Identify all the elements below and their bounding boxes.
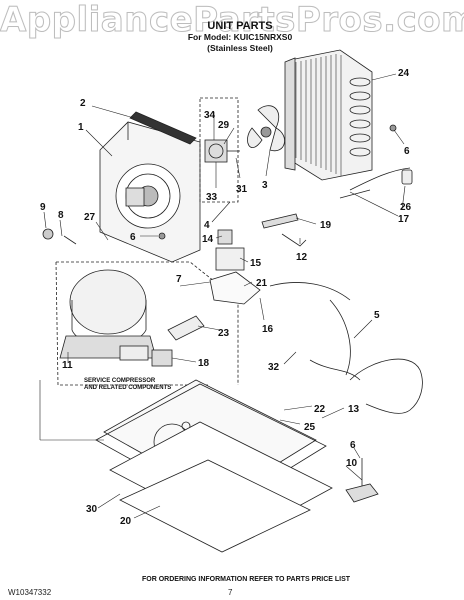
callout: 18 [198, 358, 210, 369]
callout: 3 [262, 180, 268, 191]
callout: 19 [320, 220, 332, 231]
insulation-pad [119, 459, 311, 553]
gasket-strip [129, 111, 197, 145]
connectors [261, 213, 307, 247]
callout: 1 [78, 122, 84, 133]
callout: 29 [218, 120, 230, 131]
fan-shroud [99, 121, 201, 263]
callout: 25 [304, 422, 316, 433]
callout: 27 [84, 212, 96, 223]
leader-lines [39, 73, 406, 519]
callout: 6 [130, 232, 136, 243]
watermark: AppliancePartsPros.com [0, 0, 464, 41]
compressor-service-box [55, 261, 239, 386]
ordering-info: FOR ORDERING INFORMATION REFER TO PARTS … [142, 576, 351, 583]
variant-line: (Stainless Steel) [207, 43, 273, 53]
callout: 17 [398, 214, 410, 225]
main-wire-harness [269, 282, 361, 381]
compressor [59, 269, 157, 361]
callout: 8 [58, 210, 64, 221]
model-line: For Model: KUIC15NRXS0 [187, 32, 293, 42]
note-line-2: AND RELATED COMPONENTS [84, 385, 171, 391]
callout: 16 [262, 324, 274, 335]
condenser-coil [284, 49, 373, 181]
callout: 32 [268, 362, 280, 373]
tubing-bracket [209, 271, 261, 305]
callout: 2 [80, 98, 86, 109]
leveling-leg [345, 458, 379, 503]
callout: 30 [86, 504, 98, 515]
callout: 6 [404, 146, 410, 157]
callout: 15 [250, 258, 262, 269]
callout-labels: 24 2 1 34 29 31 33 3 6 9 8 27 6 4 14 15 … [40, 68, 412, 527]
start-relay [151, 349, 173, 367]
callout: 24 [398, 68, 410, 79]
callout: 33 [206, 192, 218, 203]
callout: 34 [204, 110, 216, 121]
relay-block [215, 229, 245, 271]
callout: 5 [374, 310, 380, 321]
callout: 9 [40, 202, 46, 213]
callout: 4 [204, 220, 210, 231]
service-note: SERVICE COMPRESSOR AND RELATED COMPONENT… [84, 378, 171, 391]
document-number: W10347332 [8, 588, 52, 597]
filter-drier [167, 315, 205, 341]
callout: 26 [400, 202, 412, 213]
fan-blade [247, 105, 285, 152]
callout: 31 [236, 184, 248, 195]
callout: 22 [314, 404, 326, 415]
wire-harness-upper [339, 167, 411, 199]
small-hardware [42, 124, 413, 245]
callout: 14 [202, 234, 214, 245]
callout: 12 [296, 252, 308, 263]
callout: 7 [176, 274, 182, 285]
callout: 10 [346, 458, 358, 469]
page-title: UNIT PARTS [207, 20, 273, 32]
callout: 20 [120, 516, 132, 527]
callout: 11 [62, 360, 73, 371]
note-line-1: SERVICE COMPRESSOR [84, 378, 156, 384]
power-cord [349, 358, 423, 414]
page-number: 7 [228, 588, 233, 597]
callout: 23 [218, 328, 230, 339]
callout: 13 [348, 404, 360, 415]
callout: 21 [256, 278, 268, 289]
callout: 6 [350, 440, 356, 451]
fan-motor-assembly [199, 97, 240, 203]
